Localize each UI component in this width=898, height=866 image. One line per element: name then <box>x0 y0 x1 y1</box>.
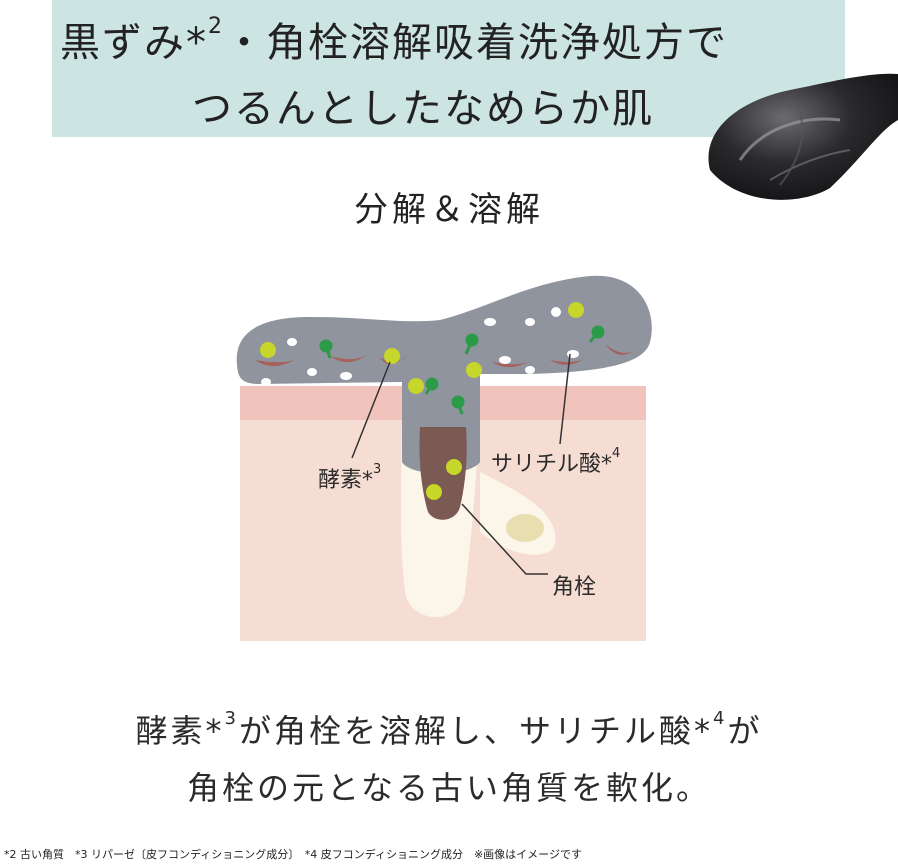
footnote-mark: * <box>186 20 208 66</box>
enzyme-label-text: 酵素 <box>318 468 363 493</box>
headline-line-1: 黒ずみ*2・角栓溶解吸着洗浄処方で <box>60 10 728 68</box>
keratin-plug <box>419 427 467 520</box>
footnote-ref: 4 <box>612 446 621 461</box>
sebum-droplet <box>506 514 544 542</box>
footnote-mark: * <box>601 452 613 477</box>
leader-lines <box>351 353 571 575</box>
footnote-ref: 2 <box>208 14 224 39</box>
headline-line-2: つるんとしたなめらか肌 <box>192 86 654 132</box>
footnote-mark: * <box>694 712 713 750</box>
headline-line-1-text: 黒ずみ <box>60 20 186 66</box>
footnote-mark: * <box>362 468 374 493</box>
salicylic-acid-label-text: サリチル酸 <box>491 452 602 477</box>
caption-line-2: 角栓の元となる古い角質を軟化。 <box>186 769 712 807</box>
section-title: 分解＆溶解 <box>354 190 544 230</box>
enzyme-label: 酵素*3 <box>318 462 381 494</box>
caption-text: が角栓を溶解し、サリチル酸 <box>238 712 694 750</box>
footnote-mark: * <box>205 712 225 750</box>
footnote: *2 古い角質 *3 リパーゼ〔皮フコンディショニング成分〕 *4 皮フコンディ… <box>4 848 582 861</box>
caption-line-1: 酵素*3が角栓を溶解し、サリチル酸*4が <box>0 706 898 752</box>
pore-diagram <box>236 275 652 641</box>
salicylic-acid-label: サリチル酸*4 <box>491 446 620 478</box>
headline-banner <box>52 0 845 137</box>
footnote-ref: 4 <box>713 708 728 729</box>
caption-text: 酵素 <box>135 712 206 750</box>
salicylic-acid-particles <box>319 325 605 415</box>
old-keratin <box>255 344 635 368</box>
headline-line-1-rest: ・角栓溶解吸着洗浄処方で <box>224 20 728 66</box>
charcoal-gel-icon <box>708 73 898 200</box>
gel-layer <box>236 275 652 474</box>
footnote-ref: 3 <box>224 708 239 729</box>
caption-text: が <box>727 712 763 750</box>
white-particles <box>261 307 579 386</box>
footnote-ref: 3 <box>373 462 382 477</box>
keratin-plug-label: 角栓 <box>552 575 597 600</box>
enzyme-particles <box>260 302 584 500</box>
